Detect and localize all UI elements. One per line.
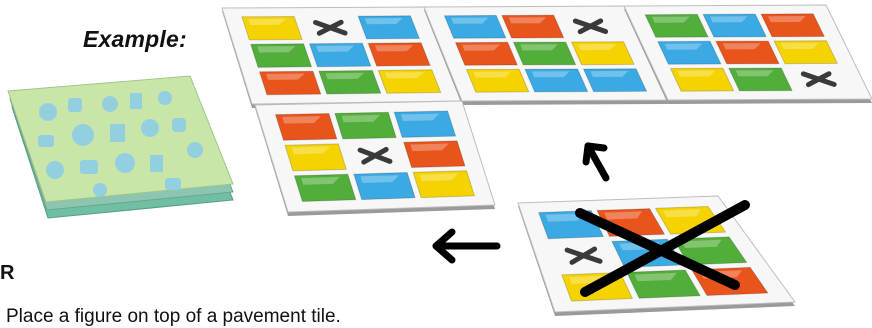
arrow-left-icon [436, 232, 497, 260]
square-highlight [532, 71, 570, 77]
square-highlight [663, 209, 701, 217]
square-highlight [604, 211, 642, 219]
square-highlight [652, 17, 690, 23]
square-highlight [451, 18, 488, 24]
top-right-tile [624, 5, 872, 104]
tile-stack [8, 76, 233, 218]
square-highlight [462, 45, 500, 51]
square-highlight [578, 44, 616, 50]
square-highlight [723, 43, 761, 49]
square-highlight [736, 70, 774, 76]
arrow-up-icon [586, 146, 606, 178]
top-left-tile [222, 7, 462, 108]
square-highlight [781, 43, 819, 49]
square-highlight [509, 17, 546, 23]
tile-board [222, 5, 872, 316]
square-highlight [665, 44, 703, 50]
middle-left-tile [255, 101, 495, 216]
square-highlight [365, 18, 403, 24]
square-highlight [473, 72, 511, 78]
square-highlight [768, 16, 806, 22]
square-highlight [520, 44, 558, 50]
square-highlight [677, 71, 715, 77]
square-highlight [710, 16, 748, 22]
square-highlight [590, 71, 628, 77]
